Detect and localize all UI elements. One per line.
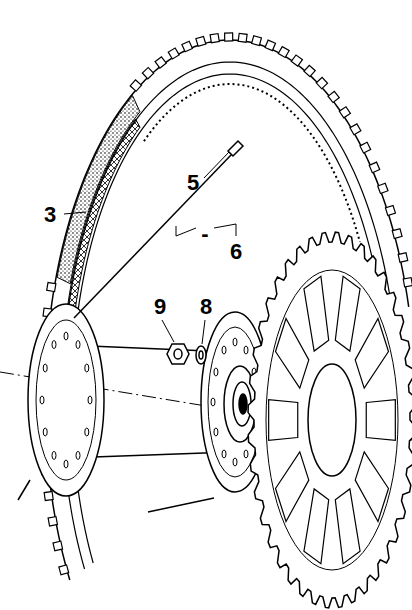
spoke-nipple — [228, 141, 243, 156]
callout-number: - — [201, 223, 208, 245]
spoke-stub — [18, 480, 30, 500]
leader-line — [162, 320, 174, 342]
left-flange-holes — [40, 332, 92, 468]
axle-bore — [239, 394, 247, 414]
sprocket-cutouts — [269, 276, 396, 564]
callout-number: 5 — [187, 172, 199, 194]
leader-line — [204, 152, 229, 178]
callout-number: 6 — [230, 241, 242, 263]
leader-line — [64, 212, 86, 214]
left-flange — [28, 304, 104, 496]
sprocket-center-hole — [308, 364, 356, 476]
left-flange-rim — [36, 320, 96, 480]
washer — [196, 346, 206, 364]
callout-number: 8 — [200, 296, 212, 318]
spoke — [74, 154, 232, 318]
nut-bore — [174, 349, 182, 359]
rim-spoke-holes — [144, 84, 360, 242]
nut — [167, 344, 189, 364]
spoke-stub — [148, 498, 214, 512]
bearing-inner — [233, 382, 251, 426]
washer-bore — [199, 351, 203, 359]
callout-number: 9 — [154, 296, 166, 318]
leader-line — [202, 320, 205, 344]
callout-number: 3 — [44, 204, 56, 226]
sprocket-ring — [266, 270, 398, 570]
sprocket — [248, 232, 412, 608]
